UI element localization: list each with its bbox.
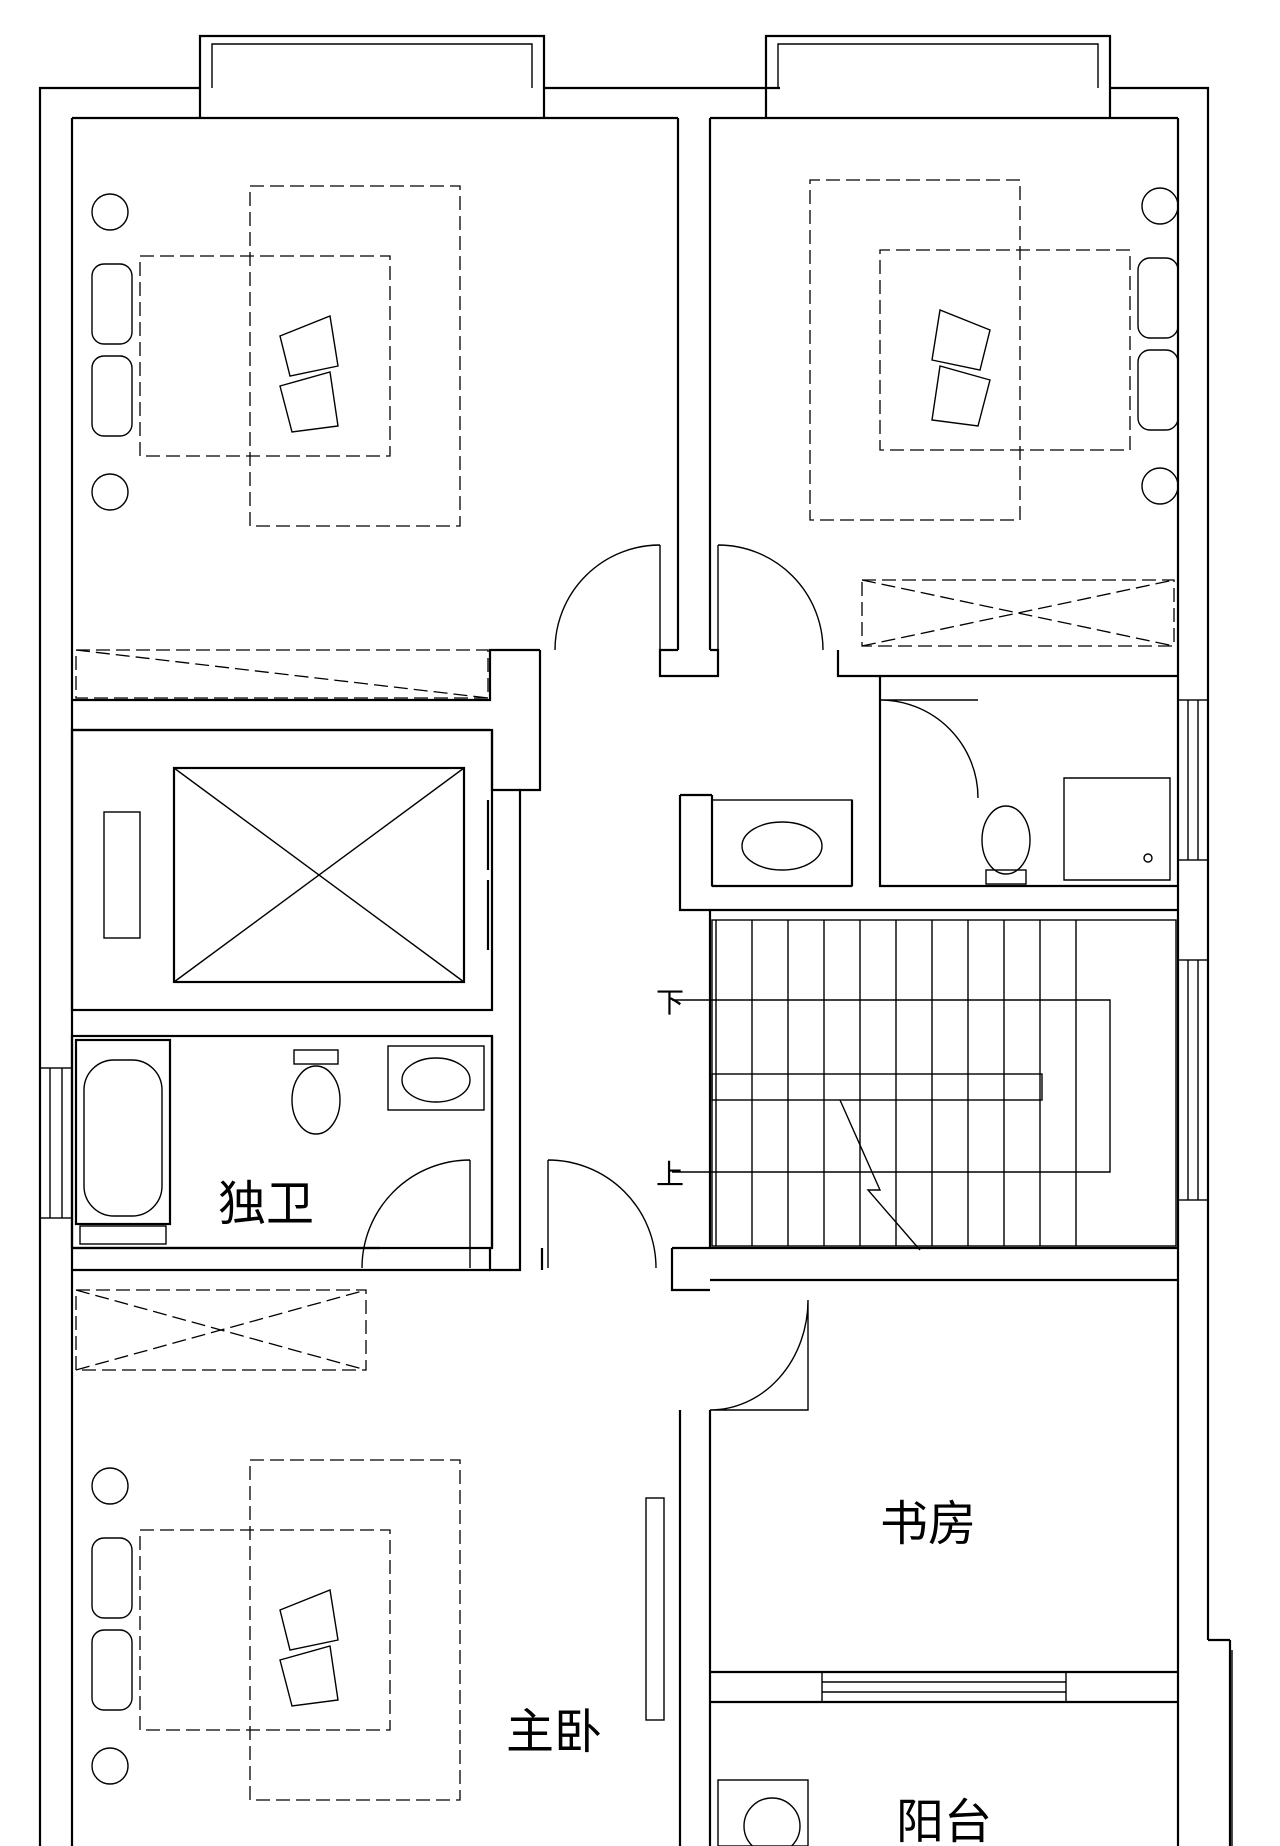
exterior-walls (38, 86, 1232, 1846)
side-windows (39, 699, 1209, 1219)
stair-treads (715, 920, 1077, 1246)
wardrobe-closets (75, 579, 1175, 1371)
shower-icon (1063, 777, 1171, 881)
bathtub (74, 1038, 172, 1226)
toilet-upper-icon (981, 805, 1031, 885)
elevator (103, 766, 490, 984)
doors (361, 544, 979, 1721)
washing-machine-icon (717, 1779, 809, 1846)
bath-radiator (79, 1225, 167, 1245)
bed-top-left (91, 185, 461, 527)
bay-window-left (198, 34, 546, 120)
balcony-sliding-door (709, 1671, 1179, 1703)
beds (91, 179, 1179, 1801)
label-private-bath: 独卫 (218, 1176, 314, 1232)
stair-down-label: 下 (656, 986, 684, 1019)
staircase (672, 919, 1177, 1251)
label-balcony: 阳台 (896, 1794, 992, 1846)
label-master-bedroom: 主卧 (506, 1704, 602, 1760)
bay-window-right (764, 34, 1112, 120)
bed-master (91, 1459, 461, 1801)
washbasin-upper-icon (711, 799, 853, 887)
toilet-icon (291, 1049, 341, 1135)
label-study: 书房 (880, 1496, 976, 1552)
stair-up-label: 上 (656, 1158, 684, 1191)
bed-top-right (809, 179, 1179, 521)
sink-icon (387, 1045, 485, 1111)
